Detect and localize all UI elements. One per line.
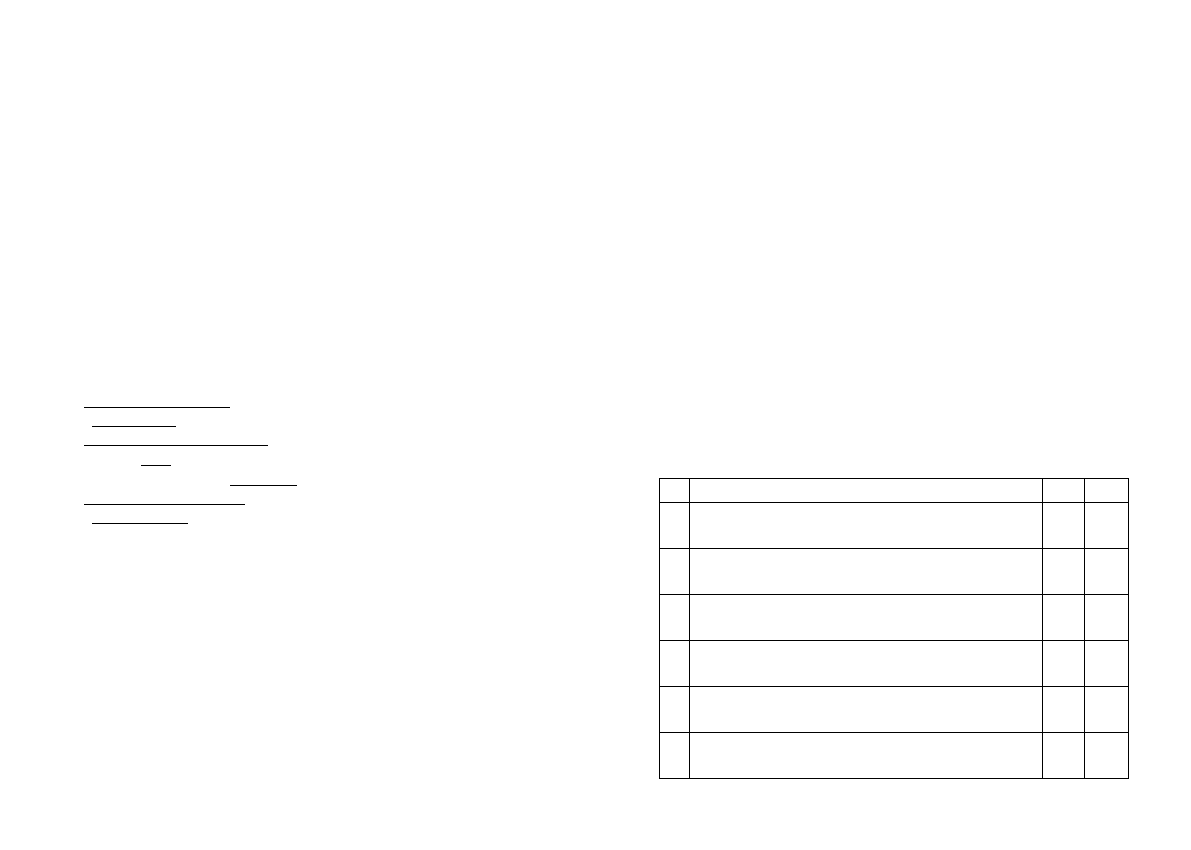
blank-line	[92, 426, 176, 427]
table-cell	[659, 732, 690, 779]
table-cell	[689, 594, 1043, 641]
table-cell	[1042, 502, 1085, 549]
blank-line	[84, 504, 245, 505]
table-cell	[1084, 548, 1129, 595]
blank-table	[659, 478, 1129, 779]
table-cell	[689, 686, 1043, 733]
table-cell	[689, 548, 1043, 595]
table-cell	[1084, 640, 1129, 687]
header-cell	[1084, 478, 1129, 503]
table-cell	[659, 686, 690, 733]
table-cell	[1042, 732, 1085, 779]
table-cell	[1084, 732, 1129, 779]
blank-line	[141, 465, 171, 466]
table-cell	[689, 502, 1043, 549]
table-row	[659, 548, 1129, 595]
table-cell	[1084, 502, 1129, 549]
table-cell	[1042, 686, 1085, 733]
table-cell	[689, 640, 1043, 687]
blank-line	[84, 445, 268, 446]
table-header-row	[659, 478, 1129, 503]
table-cell	[659, 548, 690, 595]
table-cell	[1042, 640, 1085, 687]
table-cell	[1084, 686, 1129, 733]
blank-line	[84, 407, 230, 408]
table-cell	[659, 594, 690, 641]
table-row	[659, 640, 1129, 687]
table-cell	[1042, 548, 1085, 595]
table-cell	[1084, 594, 1129, 641]
blank-line	[230, 485, 297, 486]
table-cell	[659, 502, 690, 549]
table-row	[659, 502, 1129, 549]
table-row	[659, 686, 1129, 733]
header-cell	[659, 478, 690, 503]
header-cell	[689, 478, 1043, 503]
header-cell	[1042, 478, 1085, 503]
blank-line	[92, 523, 188, 524]
table-cell	[1042, 594, 1085, 641]
table-row	[659, 594, 1129, 641]
table-row	[659, 732, 1129, 779]
table-cell	[689, 732, 1043, 779]
table-cell	[659, 640, 690, 687]
